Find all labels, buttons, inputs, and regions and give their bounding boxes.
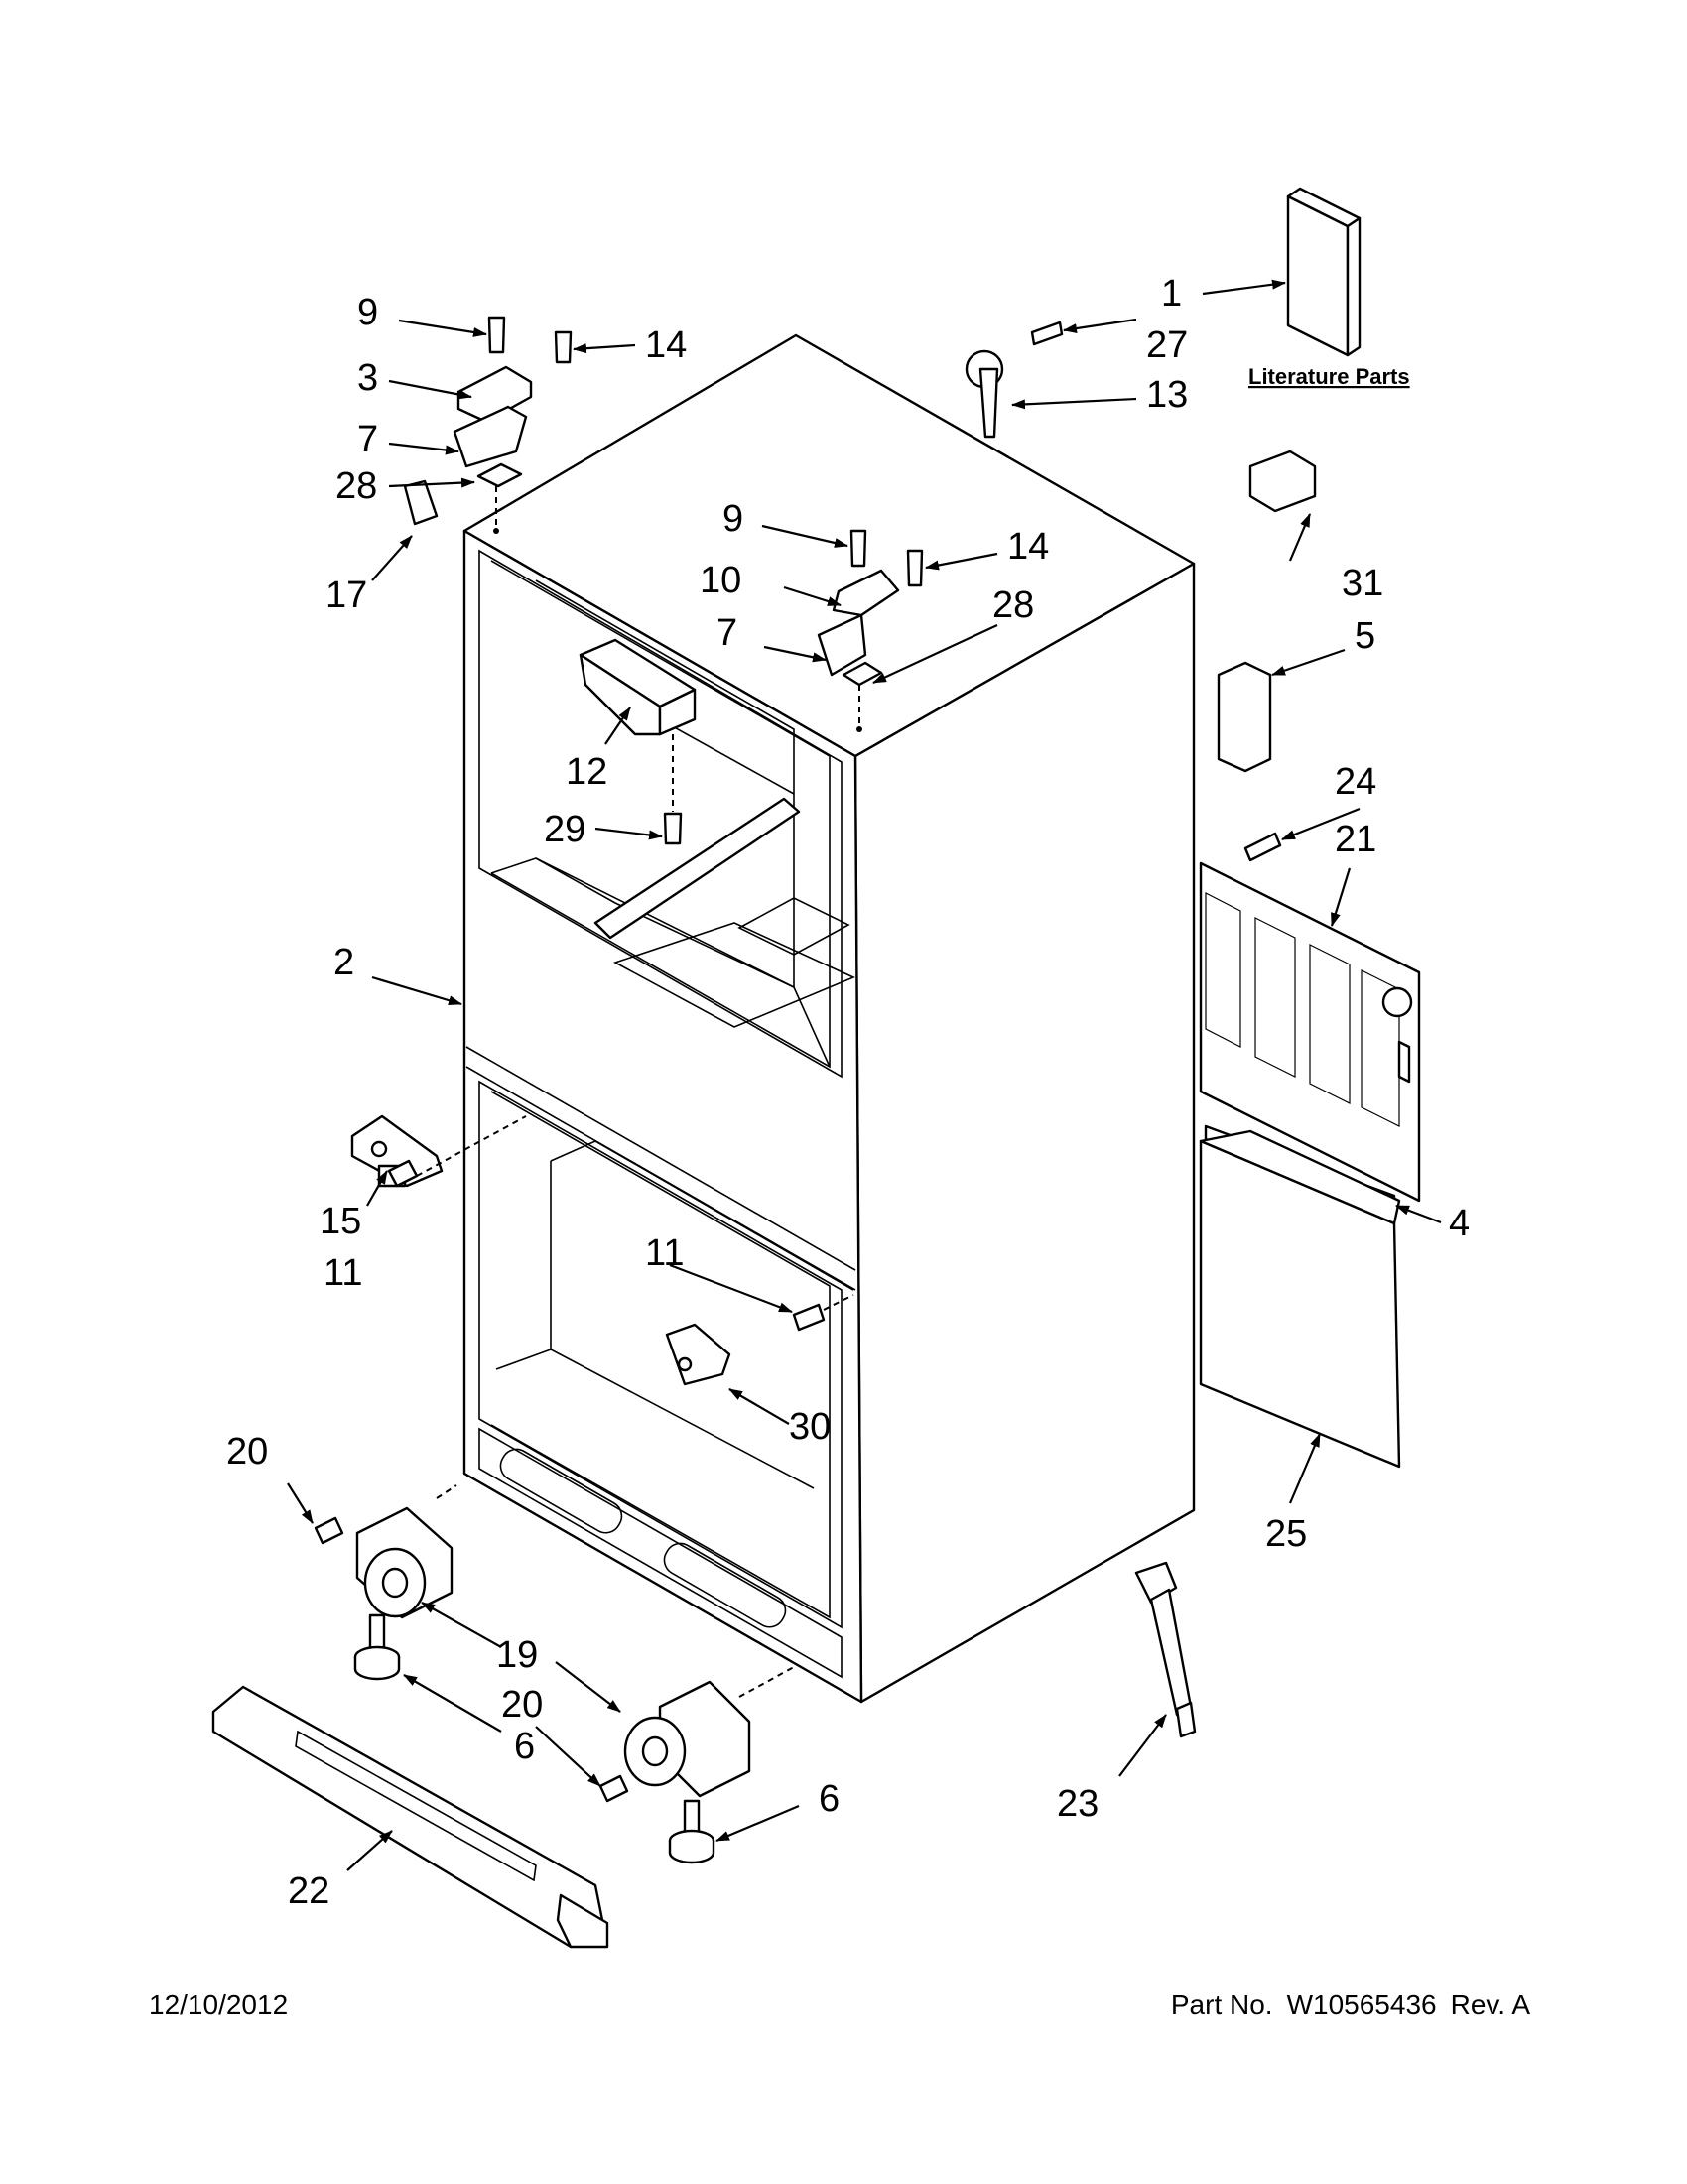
door-stop-center [665,1323,731,1386]
callout-28-left: 28 [335,465,377,507]
callout-11-left: 11 [324,1252,362,1294]
screw-11-left [387,1115,527,1188]
part-number: W10565436 [1286,1990,1437,2020]
screw-27 [1030,321,1064,346]
door-shim [403,479,439,526]
callout-9-center: 9 [722,498,743,540]
callout-labels: 1 2 3 4 5 6 6 7 7 9 9 10 11 11 12 13 14 … [226,273,1470,1912]
lower-rear-panel [1199,1129,1401,1469]
callout-28-center: 28 [992,584,1034,626]
literature-parts-label: Literature Parts [1248,364,1410,389]
callout-14-center: 14 [1007,526,1049,568]
callout-25: 25 [1265,1513,1307,1555]
leveling-leg-left [353,1613,401,1681]
part-label: Part No. [1170,1990,1273,2020]
callout-15: 15 [320,1201,361,1242]
callout-17: 17 [325,575,367,616]
callout-23: 23 [1057,1783,1099,1825]
callout-7-left: 7 [357,419,378,460]
leader-lines [287,279,1442,1871]
callout-3: 3 [357,357,378,399]
callout-22: 22 [288,1870,329,1912]
front-roller-right [598,1666,795,1803]
light-housing [579,638,697,736]
leveling-leg-right [668,1799,715,1864]
callout-30: 30 [789,1406,831,1448]
callout-10: 10 [700,560,741,601]
callout-5: 5 [1355,615,1375,657]
callout-13: 13 [1146,374,1188,416]
callout-29: 29 [544,809,585,850]
revision: Rev. A [1450,1990,1530,2020]
callout-14-left: 14 [645,324,687,366]
cord-clamp [965,349,1004,439]
callout-24: 24 [1335,761,1376,803]
footer-part-number: Part No. W10565436 Rev. A [1157,1990,1530,2021]
callout-6-right: 6 [819,1778,840,1820]
refrigerator-cabinet [462,333,1196,1704]
retainer-clip [1248,450,1317,513]
water-wand [1134,1561,1197,1738]
callout-11-center: 11 [645,1232,684,1274]
callout-4: 4 [1449,1203,1470,1244]
callout-7-center: 7 [716,612,737,654]
callout-31: 31 [1342,563,1383,604]
front-roller-left [314,1484,457,1619]
callout-20-right: 20 [501,1684,543,1726]
screw-24 [1243,832,1282,862]
rear-access-panel [1199,861,1421,1203]
literature-book [1286,187,1362,357]
footer-date: 12/10/2012 [149,1990,289,2020]
upper-left-hinge [453,316,573,531]
callout-2: 2 [333,942,354,983]
screw-11-center [792,1294,854,1332]
callout-1: 1 [1161,273,1182,315]
upper-center-hinge [817,529,924,729]
callout-27: 27 [1146,324,1188,366]
callout-19: 19 [496,1634,538,1676]
callout-12: 12 [566,751,607,793]
screw-29 [663,734,683,845]
cover-bracket [1217,661,1272,773]
toe-grille [211,1685,609,1949]
callout-20-left: 20 [226,1431,268,1473]
callout-9-left: 9 [357,292,378,333]
callout-21: 21 [1335,819,1376,860]
callout-6-left: 6 [514,1726,535,1767]
